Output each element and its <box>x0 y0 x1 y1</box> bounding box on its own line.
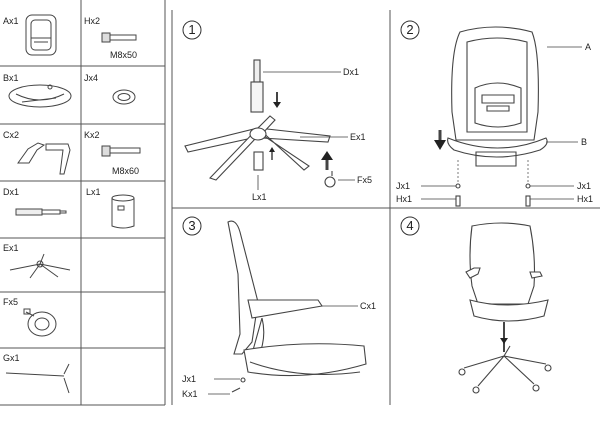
part-label-ax1: Ax1 <box>3 16 19 26</box>
part-label-lx1: Lx1 <box>86 187 101 197</box>
part-kx2-bolt <box>101 145 141 157</box>
step-number-2: 2 <box>406 22 414 37</box>
step-panels-grid <box>171 10 600 405</box>
part-fx5-caster <box>23 308 57 337</box>
step2-label-jx1-right: Jx1 <box>577 181 592 191</box>
part-lx1-cover <box>111 194 135 229</box>
part-jx4-washer <box>112 89 136 105</box>
step3-label-cx1: Cx1 <box>360 301 377 311</box>
part-label-ex1: Ex1 <box>3 243 19 253</box>
part-label-fx5: Fx5 <box>3 297 19 307</box>
step2-label-b: B <box>581 137 588 147</box>
step1-label-dx1: Dx1 <box>343 67 360 77</box>
part-label-dx1: Dx1 <box>3 187 20 197</box>
step2-illustration <box>421 26 582 207</box>
step3-illustration <box>208 220 367 395</box>
step1-label-fx5: Fx5 <box>357 175 373 185</box>
part-label-bx1: Bx1 <box>3 73 19 83</box>
part-label-kx2: Kx2 <box>84 130 100 140</box>
step2-label-hx1-right: Hx1 <box>577 194 594 204</box>
part-dx1-gas-lift <box>15 208 67 216</box>
step4-illustration <box>458 222 552 394</box>
step2-label-hx1-left: Hx1 <box>396 194 413 204</box>
part-label-hx2: Hx2 <box>84 16 101 26</box>
step1-label-lx1: Lx1 <box>252 192 267 202</box>
step1-label-ex1: Ex1 <box>350 132 366 142</box>
step3-label-kx1: Kx1 <box>182 389 198 399</box>
part-bx1-seat <box>8 84 72 108</box>
step1-illustration <box>184 59 355 190</box>
step-number-1: 1 <box>188 22 196 37</box>
step2-label-jx1-left: Jx1 <box>396 181 411 191</box>
step-number-circles <box>182 20 420 236</box>
part-hx2-bolt <box>101 32 137 43</box>
part-spec-kx2: M8x60 <box>112 166 140 176</box>
part-label-jx4: Jx4 <box>84 73 99 83</box>
part-label-gx1: Gx1 <box>3 353 20 363</box>
part-label-cx2: Cx2 <box>3 130 20 140</box>
part-ax1-backrest <box>25 14 57 56</box>
parts-table-grid <box>0 0 166 406</box>
step2-label-a: A <box>585 42 592 52</box>
part-spec-hx2: M8x50 <box>110 50 138 60</box>
step3-label-jx1: Jx1 <box>182 374 197 384</box>
part-ex1-base <box>9 253 71 279</box>
step-number-4: 4 <box>406 218 414 233</box>
step-number-3: 3 <box>188 218 196 233</box>
part-cx2-armrests <box>17 142 71 175</box>
part-gx1-hex-key <box>5 363 70 394</box>
